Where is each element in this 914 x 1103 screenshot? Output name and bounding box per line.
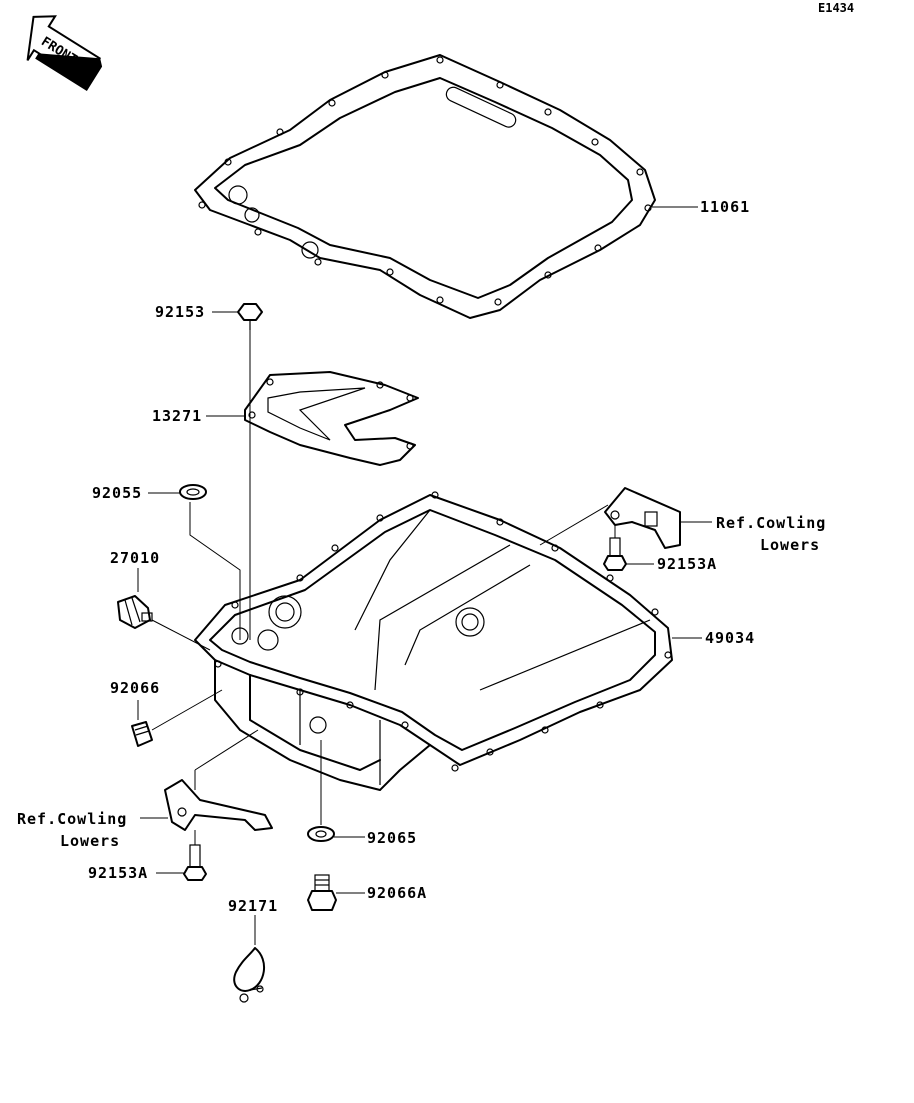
bolt-92153 (237, 303, 263, 330)
bolt-92153A-right (603, 525, 627, 571)
label-92065: 92065 (367, 829, 417, 847)
label-13271: 13271 (152, 407, 202, 425)
gasket-11061 (194, 54, 656, 319)
drain-plug-92066A (307, 874, 337, 911)
ref-left-line1: Ref.Cowling (17, 810, 127, 828)
label-92153A-left: 92153A (88, 864, 148, 882)
bolt-92153A-left (183, 830, 207, 881)
label-92066: 92066 (110, 679, 160, 697)
oil-pressure-switch-27010 (117, 595, 153, 629)
bracket-right (604, 487, 681, 549)
plug-92066 (131, 721, 153, 747)
label-49034: 49034 (705, 629, 755, 647)
bracket-left (164, 779, 273, 831)
label-92055: 92055 (92, 484, 142, 502)
label-11061: 11061 (700, 198, 750, 216)
label-92153A-right: 92153A (657, 555, 717, 573)
front-arrow-icon: FRONT (26, 15, 103, 91)
label-27010: 27010 (110, 549, 160, 567)
seal-92055 (179, 484, 207, 500)
washer-92065 (307, 826, 335, 842)
diagram-code: E1434 (818, 1, 854, 15)
label-92153: 92153 (155, 303, 205, 321)
ref-right-line2: Lowers (760, 536, 820, 554)
ref-left-line2: Lowers (60, 832, 120, 850)
baffle-plate-13271 (244, 371, 419, 466)
oil-pan-49034 (194, 491, 673, 791)
label-92171: 92171 (228, 897, 278, 915)
clamp-92171 (233, 947, 265, 1003)
ref-right-line1: Ref.Cowling (716, 514, 826, 532)
label-92066A: 92066A (367, 884, 427, 902)
